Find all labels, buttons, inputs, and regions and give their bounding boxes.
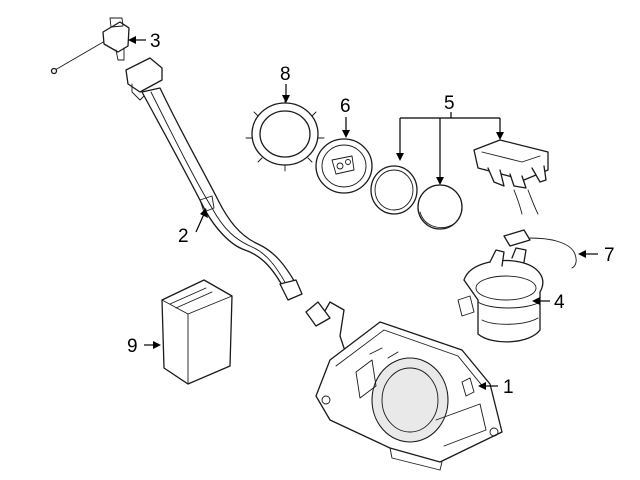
callout-4: 4 [554,292,565,313]
leader-3 [128,36,146,44]
part-7-sensor [503,229,577,269]
part-5-seal-large [370,165,418,215]
leader-9 [144,341,161,349]
part-8-lock-ring [245,96,325,172]
callout-9: 9 [127,336,138,357]
callout-2: 2 [178,226,189,247]
callout-3: 3 [150,31,161,52]
callout-6: 6 [340,96,351,117]
part-5-seal-small [417,184,463,230]
leader-8 [282,84,290,103]
callout-7: 7 [604,245,615,266]
leader-6 [342,117,350,138]
part-6-pump-cover [315,138,373,194]
callout-1: 1 [503,377,514,398]
leader-7 [578,250,598,258]
part-3-vent-valve [50,17,130,75]
leader-1 [478,382,498,390]
leader-2 [195,208,208,233]
leader-5 [396,112,504,185]
part-4-fuel-pump [457,247,544,343]
part-1-fuel-tank [305,301,503,471]
part-5-connector-module [473,139,549,215]
leader-4 [532,297,550,305]
part-9-control-module [161,279,233,385]
callout-5: 5 [444,93,455,114]
part-2-filler-neck [125,57,303,301]
callout-8: 8 [280,64,291,85]
